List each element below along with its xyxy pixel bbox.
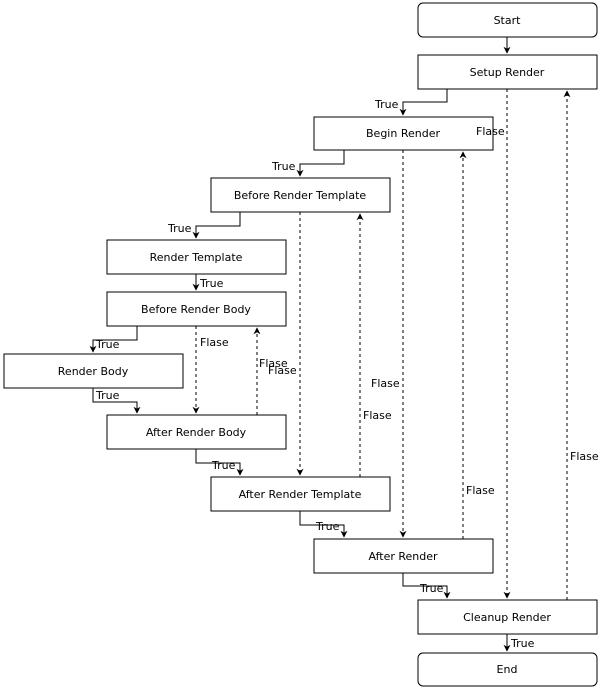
edge-label-true-before-template-render-template: True bbox=[167, 222, 192, 235]
node-render-body-label: Render Body bbox=[58, 365, 129, 378]
node-start: Start bbox=[417, 2, 598, 38]
edge-label-true-before-body-render-body: True bbox=[95, 338, 120, 351]
edge-label-false-cleanup-up: Flase bbox=[570, 450, 599, 463]
node-after-render-label: After Render bbox=[368, 550, 438, 563]
node-begin-render: Begin Render bbox=[313, 116, 494, 151]
node-cleanup-render-label: Cleanup Render bbox=[463, 611, 551, 624]
node-end: End bbox=[417, 652, 598, 687]
node-setup-render: Setup Render bbox=[417, 54, 598, 90]
edge-label-true-after-template-after-render: True bbox=[315, 520, 340, 533]
edge-after-template-to-after-render bbox=[299, 511, 348, 538]
node-after-render: After Render bbox=[313, 538, 494, 574]
edge-label-false-after-body-up: Flase bbox=[259, 357, 288, 370]
edge-label-true-cleanup-end: True bbox=[510, 637, 535, 650]
node-end-label: End bbox=[497, 663, 518, 676]
node-after-render-body: After Render Body bbox=[106, 414, 287, 450]
edge-label-false-after-template-up: Flase bbox=[363, 409, 392, 422]
node-cleanup-render: Cleanup Render bbox=[417, 599, 598, 635]
edge-label-true-begin-before-template: True bbox=[271, 160, 296, 173]
edge-label-true-render-template-before-body: True bbox=[199, 277, 224, 290]
node-after-render-body-label: After Render Body bbox=[146, 426, 247, 439]
edge-before-template-to-render-template bbox=[192, 212, 241, 239]
edge-label-false-after-render-up: Flase bbox=[466, 484, 495, 497]
edge-label-false-begin: Flase bbox=[476, 125, 505, 138]
edge-label-true-setup-begin: True bbox=[374, 98, 399, 111]
edge-label-true-after-render-cleanup: True bbox=[419, 582, 444, 595]
edge-setup-to-begin-render bbox=[399, 89, 448, 116]
edge-label-false-before-template: Flase bbox=[268, 364, 297, 377]
edge-after-body-to-after-render-template bbox=[195, 449, 244, 476]
node-render-template: Render Template bbox=[106, 239, 287, 275]
node-begin-render-label: Begin Render bbox=[366, 127, 440, 140]
node-start-label: Start bbox=[494, 14, 522, 27]
edge-label-false-before-body: Flase bbox=[200, 336, 229, 349]
edge-label-true-render-body-after-body: True bbox=[95, 389, 120, 402]
edge-label-true-after-body-after-template: True bbox=[211, 459, 236, 472]
node-render-template-label: Render Template bbox=[150, 251, 243, 264]
node-setup-render-label: Setup Render bbox=[470, 66, 545, 79]
edge-after-render-to-cleanup-render bbox=[402, 573, 451, 599]
node-before-render-template: Before Render Template bbox=[210, 177, 391, 213]
node-after-render-template-label: After Render Template bbox=[239, 488, 362, 501]
edge-before-body-to-render-body bbox=[89, 326, 138, 353]
node-after-render-template: After Render Template bbox=[210, 476, 391, 512]
edge-label-false-begin-down: Flase bbox=[371, 377, 400, 390]
edge-begin-to-before-render-template bbox=[296, 150, 345, 177]
node-render-body: Render Body bbox=[3, 353, 184, 389]
node-before-render-template-label: Before Render Template bbox=[234, 189, 367, 202]
node-before-render-body-label: Before Render Body bbox=[141, 303, 251, 316]
edge-render-body-to-after-render-body bbox=[92, 388, 141, 414]
node-before-render-body: Before Render Body bbox=[106, 291, 287, 327]
